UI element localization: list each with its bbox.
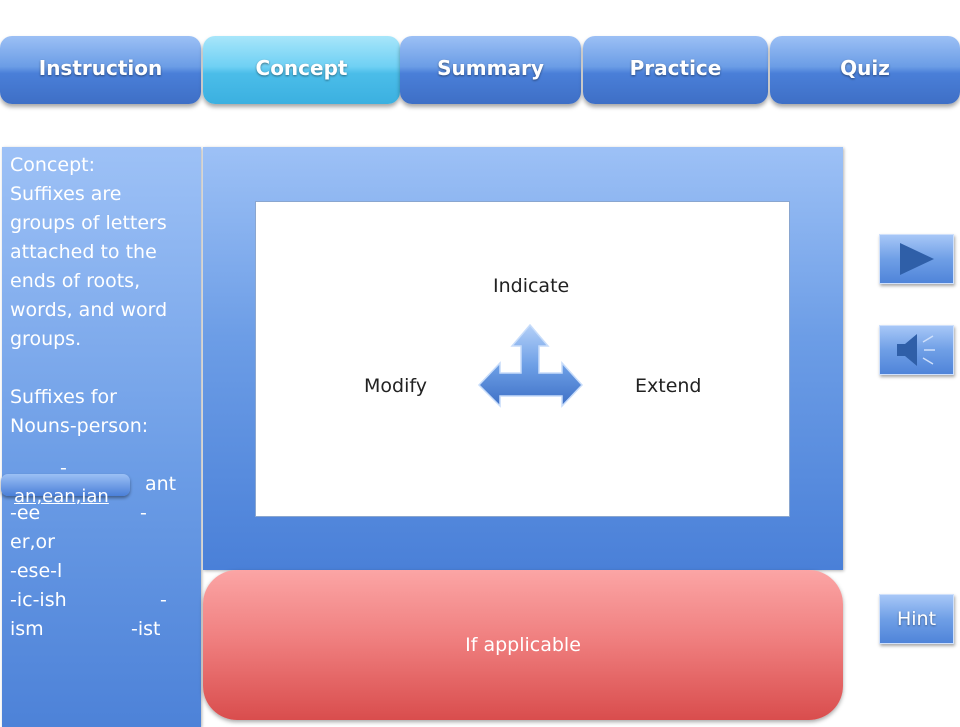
concept-line: groups. — [10, 328, 82, 350]
tab-summary[interactable]: Summary — [400, 36, 581, 104]
suffix-ic-ish: -ic-ish — [10, 589, 67, 611]
hint-button[interactable]: Hint — [879, 594, 954, 644]
hint-panel: If applicable — [203, 570, 843, 720]
concept-line: ends of roots, — [10, 270, 141, 292]
diagram-label-indicate: Indicate — [493, 275, 570, 297]
hint-button-label: Hint — [896, 608, 937, 630]
suffix-ese: -ese-l — [10, 560, 63, 582]
audio-button[interactable] — [879, 325, 954, 375]
concept-line: groups of letters — [10, 212, 167, 234]
suffix-ant: ant — [145, 473, 177, 495]
tab-label: Concept — [255, 56, 348, 80]
concept-line: words, and word — [10, 299, 168, 321]
tab-label: Instruction — [38, 56, 163, 80]
suffix-er-or: er,or — [10, 531, 55, 553]
suffix-chip-label[interactable]: an,ean,ian — [14, 486, 109, 507]
tab-label: Quiz — [840, 56, 890, 80]
suffix-ism: ism — [10, 618, 44, 640]
hint-panel-label: If applicable — [465, 634, 581, 656]
play-triangle-icon — [899, 243, 934, 275]
three-way-arrow-icon — [477, 323, 584, 408]
tab-instruction[interactable]: Instruction — [0, 36, 201, 104]
suffix-ist: -ist — [131, 618, 161, 640]
diagram-label-extend: Extend — [635, 375, 702, 397]
suffix-dash: - — [140, 502, 147, 524]
concept-line: Suffixes are — [10, 183, 122, 205]
chip-dash: - — [60, 457, 67, 479]
tab-practice[interactable]: Practice — [583, 36, 768, 104]
concept-line: Nouns-person: — [10, 415, 149, 437]
tab-quiz[interactable]: Quiz — [770, 36, 960, 104]
tab-concept[interactable]: Concept — [203, 36, 400, 104]
suffix-dash: - — [160, 589, 167, 611]
tab-label: Summary — [437, 56, 544, 80]
diagram-label-modify: Modify — [364, 375, 427, 397]
suffix-chip[interactable] — [1, 474, 130, 496]
concept-panel — [2, 147, 201, 727]
speaker-icon — [896, 334, 935, 366]
suffix-ee: -ee — [10, 502, 41, 524]
concept-heading: Concept: — [10, 154, 95, 176]
concept-line: Suffixes for — [10, 386, 117, 408]
tab-label: Practice — [629, 56, 722, 80]
concept-line: attached to the — [10, 241, 157, 263]
next-button[interactable] — [879, 234, 954, 284]
